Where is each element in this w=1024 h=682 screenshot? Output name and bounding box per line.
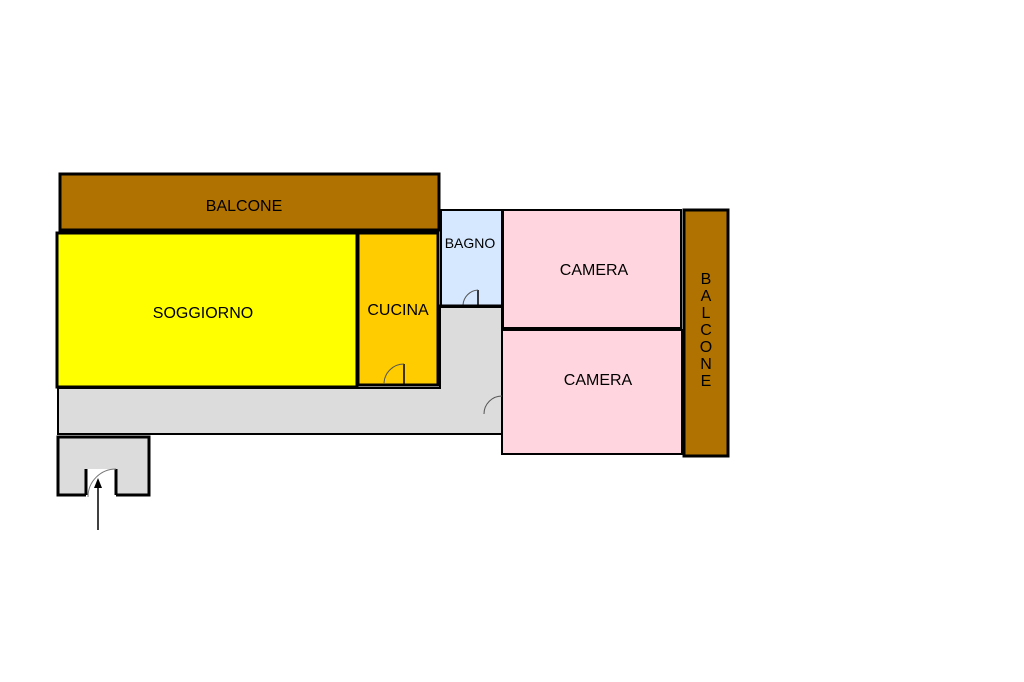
entrance-arrow-head: [94, 478, 102, 488]
camera-bottom: [501, 329, 683, 455]
cucina: [356, 231, 440, 387]
camera-bottom-label: CAMERA: [564, 372, 633, 389]
entrance-door-swing: [87, 468, 117, 498]
balcone-right-letter: L: [702, 305, 711, 322]
balcone-right-letter: E: [701, 373, 712, 390]
balcone-top-label: BALCONE: [206, 198, 282, 215]
balcone-right: [682, 208, 730, 458]
balcone-right-letter: A: [701, 288, 712, 305]
balcone-right-label: B A L C O N E: [700, 271, 712, 390]
balcone-right-letter: O: [700, 339, 712, 356]
bagno-label: BAGNO: [445, 235, 496, 251]
balcone-right-letter: N: [700, 356, 712, 373]
bagno-door-swing: [462, 289, 479, 306]
camera-top-label: CAMERA: [560, 262, 629, 279]
balcone-right-letter: C: [700, 322, 712, 339]
balcone-right-letter: B: [701, 271, 712, 288]
balcone-top: [58, 172, 441, 232]
soggiorno-label: SOGGIORNO: [153, 305, 253, 322]
camera-top: [502, 209, 682, 329]
camera-bottom-door-swing: [483, 395, 503, 415]
cucina-door-swing: [383, 363, 405, 385]
cucina-label: CUCINA: [367, 302, 429, 319]
entrance: [56, 435, 151, 497]
